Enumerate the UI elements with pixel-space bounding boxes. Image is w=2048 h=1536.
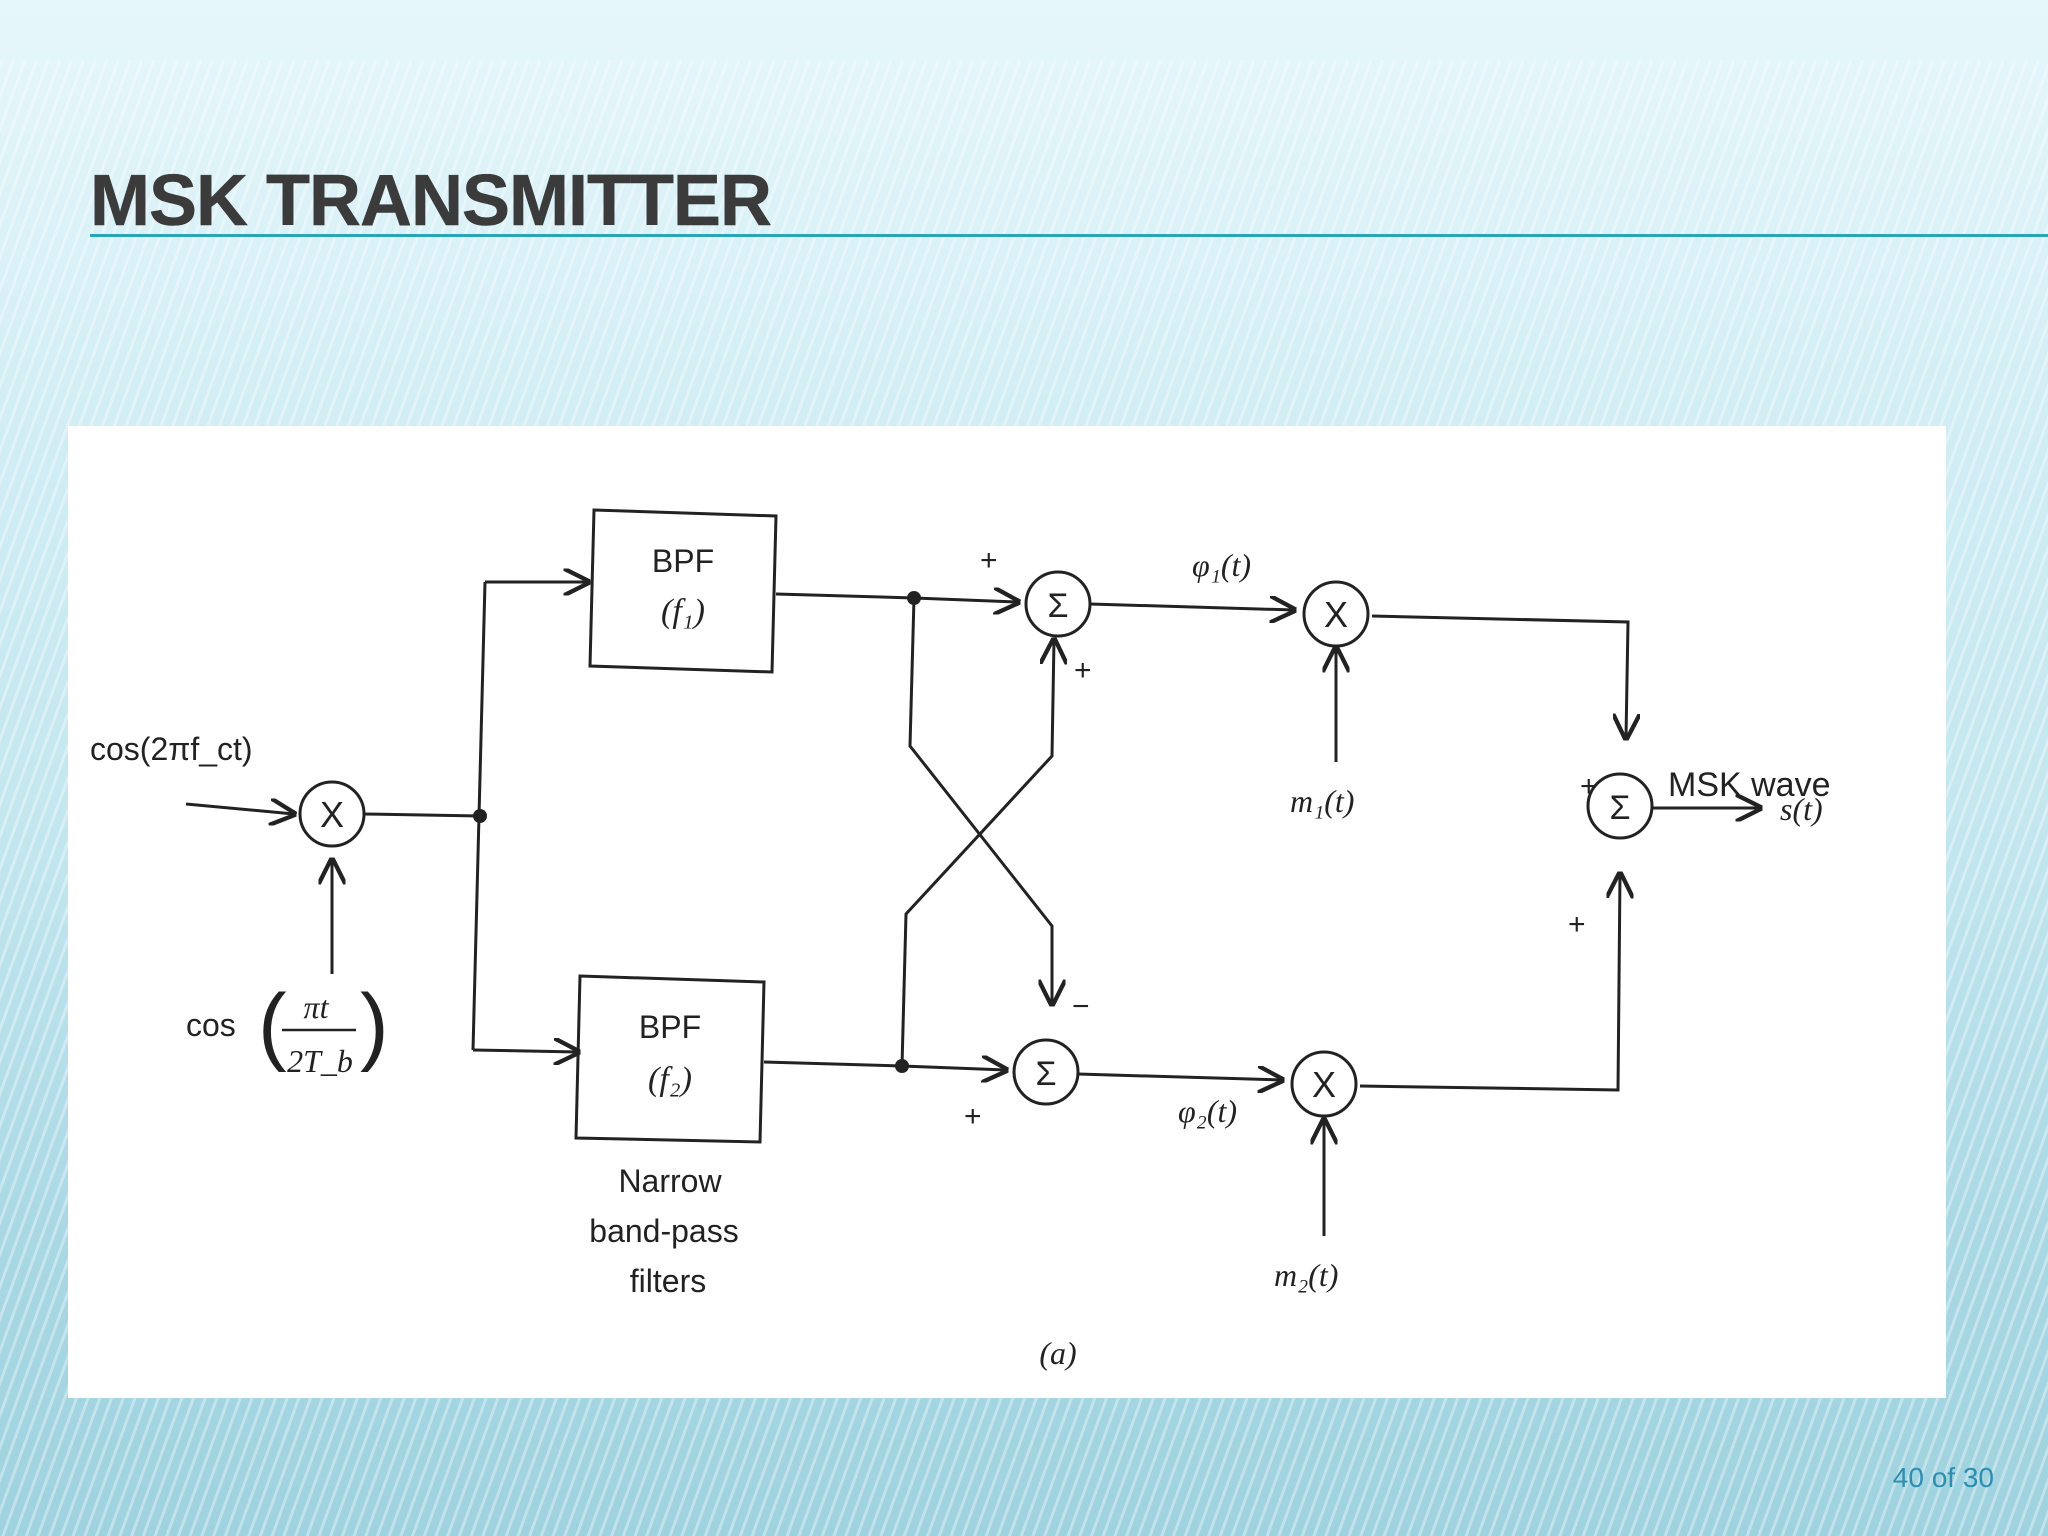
phi2-line [1077, 1074, 1282, 1080]
m2-label: m₂(t) [1274, 1257, 1338, 1293]
shaping-denominator: 2T_b [287, 1043, 353, 1079]
shaping-paren-right: ) [360, 977, 389, 1073]
bpf2-box [574, 974, 766, 1144]
sign-plus-upper-sum-bottom: + [1074, 654, 1092, 687]
multiplier-phi1-symbol: X [1324, 594, 1348, 635]
multiplier-phi2-circle [1290, 1050, 1358, 1118]
junction-dot-input [473, 809, 487, 823]
filters-caption-line2: band-pass [589, 1213, 738, 1249]
summer-output-circle [1586, 772, 1654, 840]
sign-plus-lower-sum: + [964, 1100, 982, 1133]
summer-lower-circle [1012, 1038, 1080, 1106]
bpf1-name: BPF [652, 543, 714, 579]
m1-label: m₁(t) [1290, 783, 1354, 819]
shaping-paren-left: ( [258, 977, 287, 1073]
bpf1-to-sum1-line [913, 598, 1018, 602]
multiplier-input-circle [298, 780, 366, 848]
sign-plus-output-top: + [1580, 770, 1598, 803]
mult2-to-output-sum-line [1359, 874, 1620, 1092]
bpf1-param: (f₁) [661, 593, 705, 630]
output-wave-label: MSK wave [1668, 766, 1831, 804]
carrier-input-label: cos(2πf_ct) [90, 731, 253, 767]
bpf2-param: (f₂) [648, 1061, 692, 1098]
phi2-label: φ₂(t) [1178, 1093, 1237, 1129]
junction-dot-bpf2 [895, 1059, 909, 1073]
bpf1-output-line [775, 592, 915, 600]
summer-upper-symbol: Σ [1047, 587, 1068, 625]
figure-subcaption: (a) [1039, 1335, 1076, 1371]
slide-title: MSK TRANSMITTER [90, 161, 772, 242]
mixer-output-line [363, 812, 481, 818]
summer-lower-symbol: Σ [1035, 1055, 1056, 1093]
bpf2-to-sum2-line [901, 1066, 1006, 1070]
bpf2-output-line [763, 1060, 903, 1068]
multiplier-phi1-circle [1302, 580, 1370, 648]
sign-plus-output-bottom: + [1568, 908, 1586, 941]
output-signal-label: s(t) [1780, 791, 1823, 827]
msk-transmitter-diagram: X X X Σ Σ Σ BPF (f₁) BPF (f₂) Narrow ban… [90, 508, 1831, 1371]
title-underline [90, 234, 2048, 237]
multiplier-input-symbol: X [320, 794, 344, 835]
sign-plus-upper-sum-top: + [980, 544, 998, 577]
bpf1-box [588, 508, 778, 674]
shaping-cos-label: cos [186, 1007, 236, 1043]
phi1-line [1089, 604, 1294, 610]
summer-upper-circle [1024, 570, 1092, 638]
filters-caption-line3: filters [630, 1263, 706, 1299]
carrier-input-line [185, 804, 294, 814]
junction-dot-bpf1 [907, 591, 921, 605]
cross-line-upper [908, 597, 1052, 1004]
phi1-label: φ₁(t) [1192, 547, 1251, 583]
sign-minus-lower-sum: − [1072, 990, 1090, 1023]
page-number: 40 of 30 [1892, 1462, 1994, 1493]
filters-caption-line1: Narrow [618, 1163, 722, 1199]
lower-branch-line [472, 1050, 578, 1052]
cross-line-lower [900, 640, 1054, 1067]
multiplier-phi2-symbol: X [1312, 1064, 1336, 1105]
diagram-figure: X X X Σ Σ Σ BPF (f₁) BPF (f₂) Narrow ban… [68, 426, 1946, 1398]
summer-output-symbol: Σ [1609, 789, 1630, 827]
mult1-to-output-sum-line [1371, 614, 1628, 738]
bpf2-name: BPF [639, 1009, 701, 1045]
shaping-numerator: πt [304, 989, 330, 1025]
